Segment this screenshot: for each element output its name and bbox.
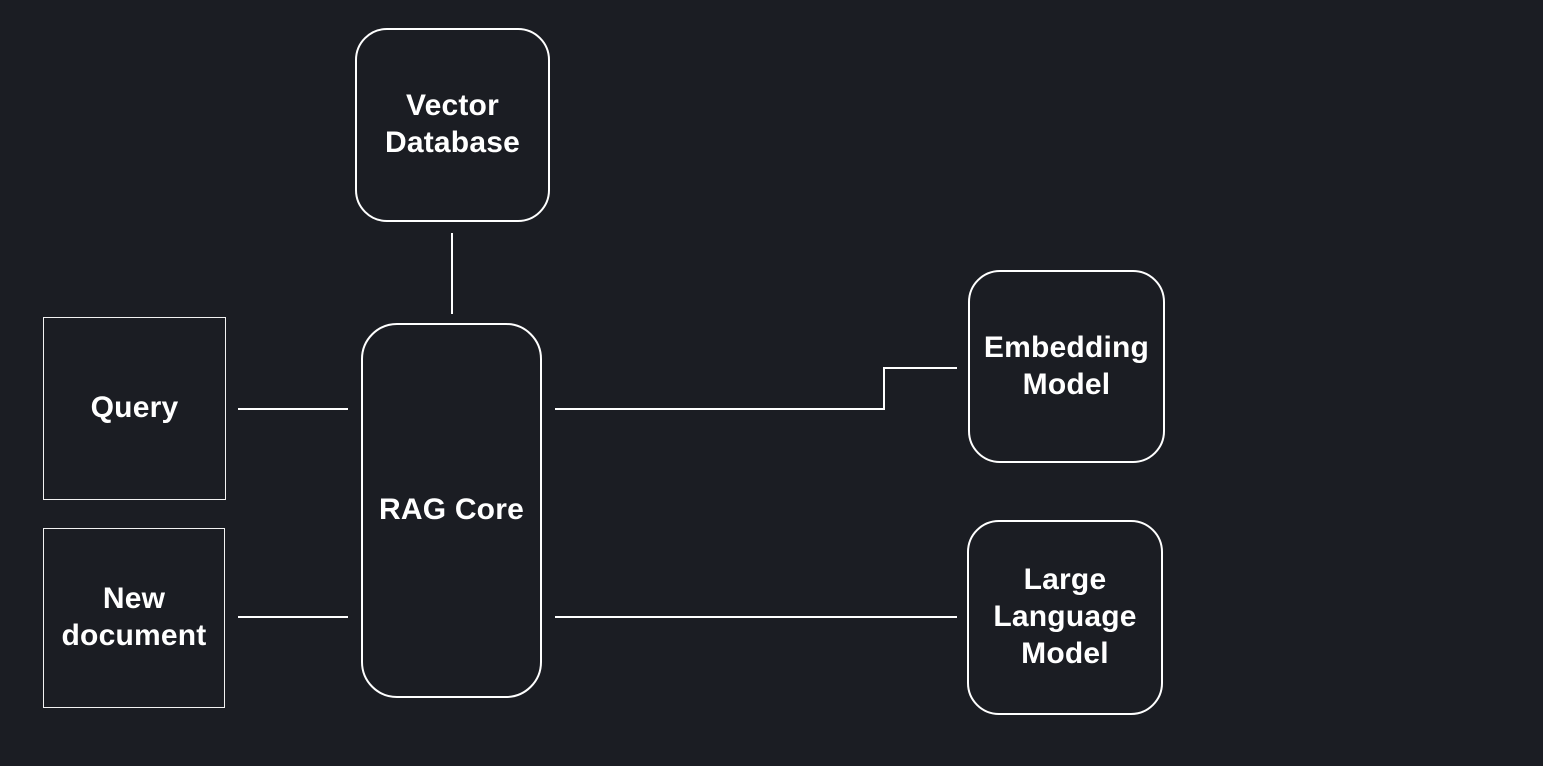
embedding-model-node[interactable]: Embedding Model: [968, 270, 1165, 463]
large-language-model-node[interactable]: Large Language Model: [967, 520, 1163, 715]
query-label: Query: [90, 391, 179, 425]
rag-core-node[interactable]: RAG Core: [361, 323, 542, 698]
vector-database-label: Vector Database: [384, 89, 520, 159]
edge-rag-core-to-embedding-model: [555, 367, 957, 410]
large-language-model-label: Large Language Model: [993, 563, 1137, 670]
rag-core-label: RAG Core: [379, 493, 524, 527]
new-document-node[interactable]: New document: [43, 528, 225, 708]
vector-database-node[interactable]: Vector Database: [355, 28, 550, 222]
new-document-label: New document: [61, 582, 207, 652]
query-node[interactable]: Query: [43, 317, 226, 500]
embedding-model-label: Embedding Model: [983, 330, 1150, 401]
